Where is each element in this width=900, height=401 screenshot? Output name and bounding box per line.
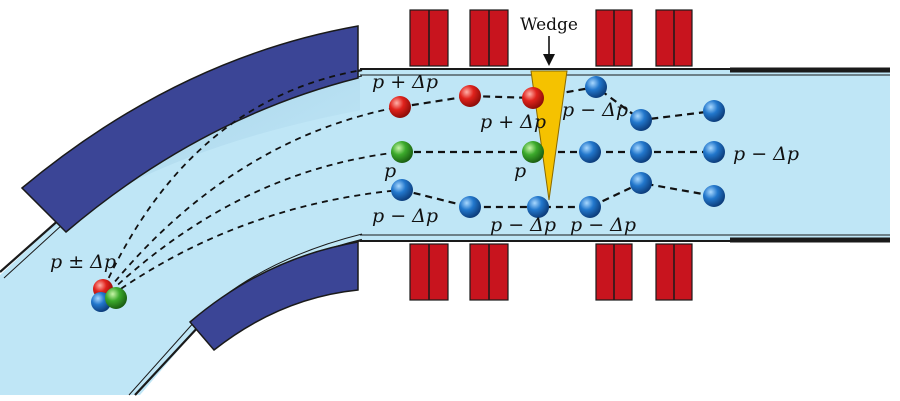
lower-after-label: p − Δp — [570, 214, 636, 236]
trajectory-upper-fan — [107, 106, 399, 291]
quadrupole-top-4 — [655, 9, 693, 67]
trajectory-upper-path — [399, 85, 715, 122]
quadrupole-bottom-2 — [469, 243, 509, 301]
blue-sphere-icon — [459, 196, 481, 218]
trajectory-middle-fan — [109, 151, 401, 293]
dipole-magnet-outer — [20, 25, 359, 234]
wedge-label: Wedge — [520, 15, 578, 35]
middle-exit-label: p − Δp — [733, 143, 799, 165]
blue-sphere-icon — [630, 141, 652, 163]
trajectory-lower-fan — [111, 189, 401, 296]
down-arrow-icon — [543, 36, 555, 66]
lower-mid-label: p − Δp — [490, 214, 556, 236]
middle-entry-label: p — [384, 160, 396, 182]
middle-wedge-label: p — [514, 160, 526, 182]
green-sphere-icon — [105, 287, 127, 309]
blue-sphere-icon — [391, 179, 413, 201]
straight-pipe — [360, 68, 890, 241]
blue-sphere-icon — [579, 196, 601, 218]
blue-sphere-icon — [703, 185, 725, 207]
quadrupole-top-3 — [595, 9, 633, 67]
green-sphere-icon — [522, 141, 544, 163]
green-sphere-icon — [391, 141, 413, 163]
blue-sphere-icon — [527, 196, 549, 218]
quadrupole-bottom-1 — [409, 243, 449, 301]
source-label: p ± Δp — [50, 251, 116, 273]
blue-sphere-icon — [630, 109, 652, 131]
quadrupole-top-2 — [469, 9, 509, 67]
trajectory-lower-path — [401, 181, 715, 209]
dipole-magnet-inner — [188, 241, 359, 352]
lower-entry-label: p − Δp — [372, 205, 438, 227]
red-sphere-icon — [522, 87, 544, 109]
bend-pipe — [0, 70, 362, 395]
blue-sphere-icon — [585, 76, 607, 98]
upper-after-label: p − Δp — [562, 99, 628, 121]
quadrupole-bottom-3 — [595, 243, 633, 301]
blue-sphere-icon — [703, 141, 725, 163]
blue-sphere-icon — [579, 141, 601, 163]
upper-wedge-label: p + Δp — [480, 111, 546, 133]
upper-entry-label: p + Δp — [372, 71, 438, 93]
source-particle-cluster — [91, 279, 127, 312]
quadrupole-top-1 — [409, 9, 449, 67]
red-sphere-icon — [389, 96, 411, 118]
red-sphere-icon — [459, 85, 481, 107]
quadrupole-bottom-4 — [655, 243, 693, 301]
bend-pipe-shading — [30, 70, 362, 245]
blue-sphere-icon — [630, 172, 652, 194]
blue-sphere-icon — [703, 100, 725, 122]
